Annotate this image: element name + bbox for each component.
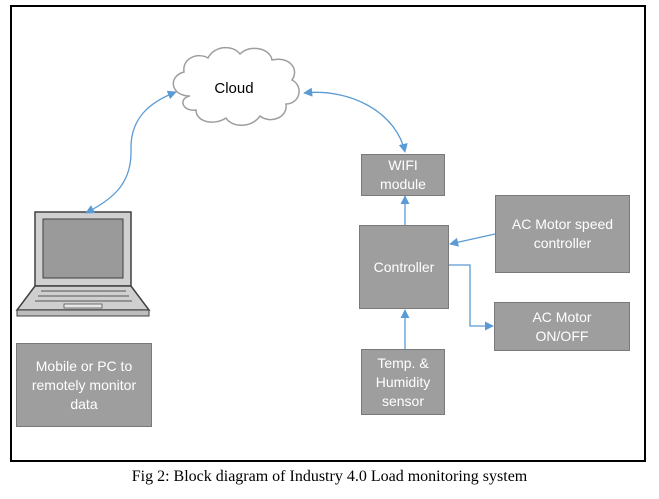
controller-block: Controller bbox=[359, 225, 449, 309]
wifi-module-block: WIFI module bbox=[361, 154, 445, 196]
link-controller-onoff bbox=[449, 264, 494, 331]
ac-motor-speed-block: AC Motor speed controller bbox=[495, 195, 630, 273]
cloud-icon bbox=[172, 46, 300, 126]
figure-caption: Fig 2: Block diagram of Industry 4.0 Loa… bbox=[131, 468, 528, 485]
link-cloud-wifi bbox=[303, 87, 408, 153]
link-speed-controller bbox=[449, 233, 496, 247]
diagram-frame bbox=[10, 5, 646, 462]
cloud-label: Cloud bbox=[214, 80, 254, 97]
remote-monitor-block: Mobile or PC to remotely monitor data bbox=[16, 343, 152, 427]
sensor-block: Temp. & Humidity sensor bbox=[361, 349, 445, 415]
link-laptop-cloud bbox=[85, 90, 177, 214]
laptop-icon bbox=[15, 211, 151, 317]
ac-motor-onoff-block: AC Motor ON/OFF bbox=[494, 302, 630, 351]
